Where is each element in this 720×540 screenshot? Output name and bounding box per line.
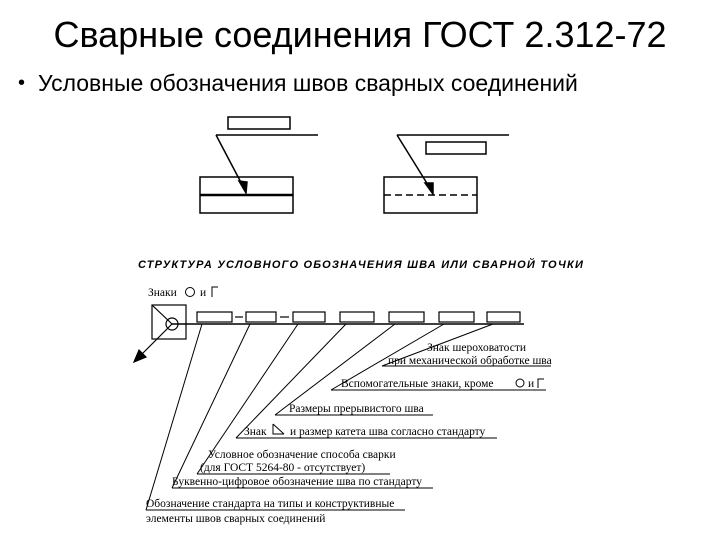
arrow-head	[237, 180, 248, 196]
slot-5	[388, 311, 425, 323]
bullet-dot-icon: •	[18, 72, 26, 94]
aux-circle-icon	[515, 378, 525, 388]
slot-2	[245, 311, 277, 323]
label-method-1: Условное обозначение способа сварки	[208, 449, 396, 461]
label-box	[425, 141, 487, 155]
leader-aux	[330, 323, 445, 391]
leader-standard	[145, 323, 203, 511]
leader-leg	[235, 323, 347, 439]
structure-drawing	[132, 304, 524, 364]
leader-roughness	[381, 323, 494, 367]
structure-leader-line	[141, 323, 173, 355]
leader-method	[196, 323, 299, 475]
bullet-text: Условные обозначения швов сварных соедин…	[38, 70, 578, 96]
label-roughness-2: при механической обработке шва	[388, 355, 552, 367]
label-box	[227, 116, 291, 130]
corner-square	[151, 304, 187, 340]
label-leg-sign: Знак	[244, 426, 267, 438]
bullet-item: • Условные обозначения швов сварных соед…	[18, 70, 578, 97]
label-leaders	[145, 323, 551, 511]
label-alnum: Буквенно-цифровое обозначение шва по ста…	[172, 476, 422, 488]
label-standard-1: Обозначение стандарта на типы и конструк…	[146, 498, 394, 510]
slot-6	[438, 311, 475, 323]
example-visible-weld	[199, 116, 318, 214]
label-standard-2: элементы швов сварных соединений	[146, 513, 325, 525]
label-aux-signs: Вспомогательные знаки, кроме	[341, 378, 494, 390]
label-intermittent: Размеры прерывистого шва	[289, 403, 424, 415]
arrow-head	[423, 182, 434, 197]
label-roughness-1: Знак шероховатости	[427, 342, 526, 354]
label-method-2: (для ГОСТ 5264-80 - отсутствует)	[200, 462, 365, 474]
slot-4	[339, 311, 375, 323]
example-hidden-weld	[383, 134, 509, 214]
label-leg-rest: и размер катета шва согласно стандарту	[290, 426, 486, 438]
signs-and: и	[200, 287, 206, 299]
structure-arrow-head	[132, 348, 148, 364]
circle-icon	[185, 287, 195, 297]
slot-7	[486, 311, 521, 323]
label-aux-and: и	[528, 378, 534, 390]
flag-icon	[211, 286, 218, 297]
structure-title: СТРУКТУРА УСЛОВНОГО ОБОЗНАЧЕНИЯ ШВА ИЛИ …	[138, 258, 584, 271]
slot-3	[292, 311, 326, 323]
corner-diagonal	[151, 304, 173, 325]
leader-alnum	[171, 323, 251, 489]
signs-label: Знаки	[148, 287, 177, 299]
triangle-icon	[272, 423, 285, 435]
leader-intermittent	[274, 323, 396, 416]
slide-title: Сварные соединения ГОСТ 2.312-72	[53, 14, 667, 55]
slot-1	[196, 311, 233, 323]
aux-flag-icon	[537, 378, 544, 388]
